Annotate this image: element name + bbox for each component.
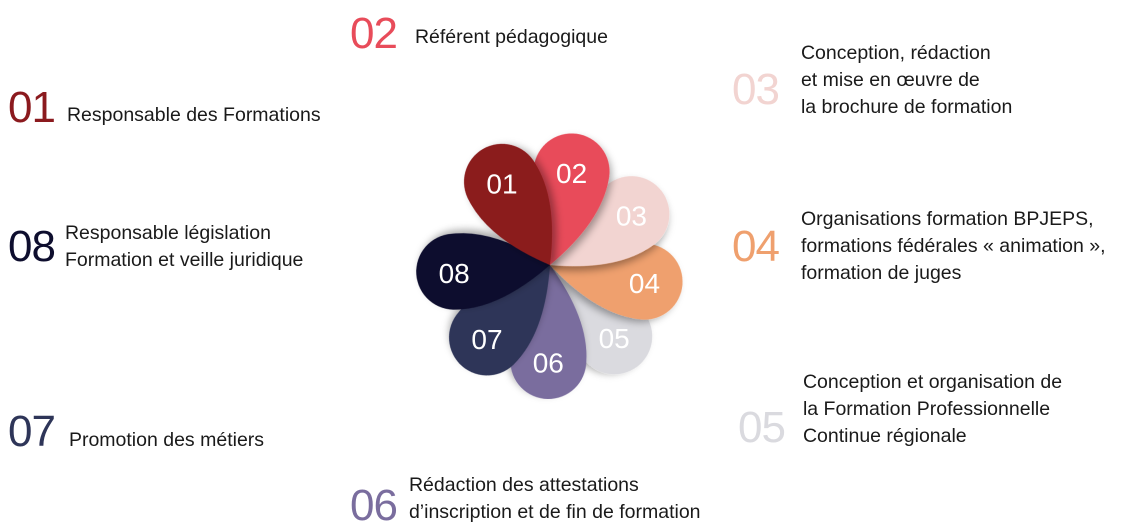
item-05-number: 05 <box>738 403 786 452</box>
item-07-label: Promotion des métiers <box>68 428 265 451</box>
item-03-number: 03 <box>732 64 780 114</box>
item-02-number: 02 <box>350 9 398 58</box>
item-01: 01 Responsable des Formations <box>8 86 321 130</box>
item-01-number: 01 <box>8 83 56 132</box>
item-06-number: 06 <box>350 481 398 530</box>
item-05-label: Conception et organisation de la Formati… <box>802 370 1063 447</box>
petal-01 <box>464 143 553 265</box>
item-08-label: Responsable législation Formation et vei… <box>64 222 304 271</box>
item-02-label: Référent pédagogique <box>414 25 608 48</box>
petal-flower: 05 06 04 07 03 08 02 01 <box>416 133 683 399</box>
petal-label-08: 08 <box>439 258 470 289</box>
item-06-label: Rédaction des attestations d’inscription… <box>408 474 701 523</box>
petal-07 <box>449 265 550 376</box>
item-08-number: 08 <box>8 222 56 271</box>
item-01-label: Responsable des Formations <box>66 103 321 126</box>
item-04: 04 Organisations formation BPJEPS, forma… <box>732 206 1106 287</box>
item-06: 06 Rédaction des attestations d’inscript… <box>350 470 701 528</box>
petal-label-04: 04 <box>629 268 660 299</box>
petal-label-01: 01 <box>486 168 517 199</box>
item-04-number: 04 <box>732 221 780 271</box>
petal-label-03: 03 <box>616 201 647 232</box>
item-04-label: Organisations formation BPJEPS, formatio… <box>800 208 1106 284</box>
item-03-label: Conception, rédaction et mise en œuvre d… <box>800 42 1013 118</box>
item-03: 03 Conception, rédaction et mise en œuvr… <box>732 40 1012 121</box>
petal-08 <box>416 233 550 310</box>
petal-label-05: 05 <box>599 323 630 354</box>
petal-label-07: 07 <box>471 324 502 355</box>
item-02: 02 Référent pédagogique <box>350 12 608 56</box>
item-07: 07 Promotion des métiers <box>8 410 264 454</box>
item-07-number: 07 <box>8 407 56 456</box>
petal-03 <box>550 176 670 267</box>
petal-label-06: 06 <box>533 348 564 379</box>
petal-label-02: 02 <box>556 158 587 189</box>
item-05: 05 Conception et organisation de la Form… <box>738 368 1062 450</box>
item-08: 08 Responsable législation Formation et … <box>8 220 303 274</box>
